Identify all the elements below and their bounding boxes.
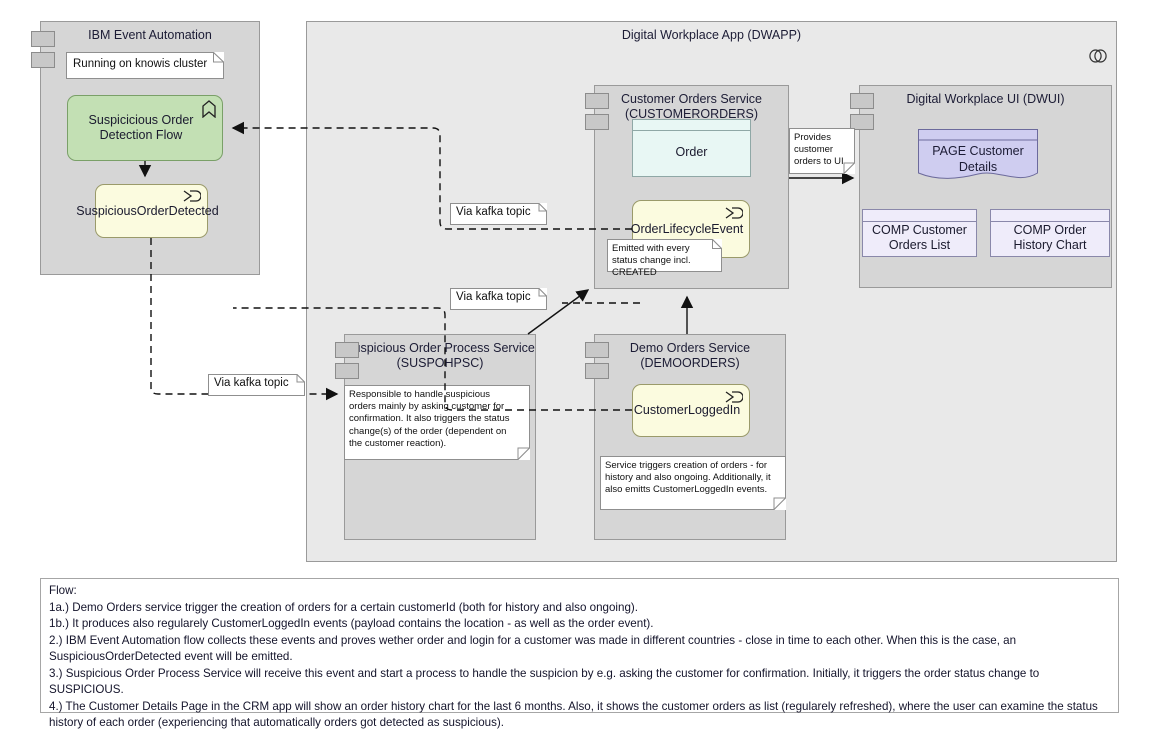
event-suspicious-order-detected[interactable]: SuspiciousOrderDetected [76,184,219,238]
edge-label-kafka-mid: Via kafka topic [450,288,547,310]
comp-cap [863,210,976,222]
flow-description-panel: Flow: 1a.) Demo Orders service trigger t… [40,578,1119,729]
edge-label-kafka-left-text: Via kafka topic [214,377,289,389]
grouping-circles-icon [1089,49,1107,63]
note-running-on-cluster: Running on knowis cluster [66,52,224,79]
group-title-dwui: Digital Workplace UI (DWUI) [906,92,1065,106]
component-handle-icon [31,31,55,47]
entity-order-label: Order [675,144,708,159]
event-suspicious-order-detected-label: SuspiciousOrderDetected [76,203,219,218]
note-running-on-cluster-text: Running on knowis cluster [73,58,208,70]
comp-order-history-chart-label: COMP Order History Chart [1013,222,1087,252]
edge-label-kafka-top-text: Via kafka topic [456,206,531,218]
component-handle-icon [335,363,359,379]
group-title-customer-orders-line1: Customer Orders Service [620,92,762,106]
flow-description-text: Flow: 1a.) Demo Orders service trigger t… [49,583,1112,732]
comp-customer-orders-list[interactable]: COMP Customer Orders List [862,209,977,257]
flow-heading: Flow: [49,584,77,597]
edge-label-kafka-left: Via kafka topic [208,374,305,396]
group-title-demoorders-line1: Demo Orders Service [629,341,751,355]
flow-chevron-icon [202,100,216,118]
flow-line-4: 4.) The Customer Details Page in the CRM… [49,699,1098,730]
group-title-demoorders-line2: (DEMOORDERS) [640,356,740,370]
note-order-lifecycle-text: Emitted with every status change incl. C… [612,243,691,279]
component-handle-icon [31,52,55,68]
flow-line-1a: 1a.) Demo Orders service trigger the cre… [49,600,638,614]
group-digital-workplace-ui[interactable]: Digital Workplace UI (DWUI) [859,85,1112,288]
edge-label-kafka-top: Via kafka topic [450,203,547,225]
event-order-lifecycle-label: OrderLifecycleEvent [630,221,744,236]
page-customer-details[interactable]: PAGE Customer Details [918,129,1038,181]
group-title-suspohpsc-line1: Suspicious Order Process Service [345,341,535,355]
component-handle-icon [585,363,609,379]
entity-order[interactable]: Order [632,119,751,177]
edge-label-kafka-mid-text: Via kafka topic [456,291,531,303]
note-demo-orders-text: Service triggers creation of orders - fo… [605,460,771,496]
flow-line-2: 2.) IBM Event Automation flow collects t… [49,633,1017,664]
component-handle-icon [850,114,874,130]
note-suspicious-process: Responsible to handle suspicious orders … [344,385,530,460]
note-order-lifecycle: Emitted with every status change incl. C… [607,239,722,278]
entity-order-cap [633,120,750,131]
note-suspicious-process-text: Responsible to handle suspicious orders … [349,389,510,449]
event-customer-logged-in[interactable]: CustomerLoggedIn [632,384,750,437]
group-title-dwapp: Digital Workplace App (DWAPP) [621,28,802,42]
component-handle-icon [850,93,874,109]
component-handle-icon [585,342,609,358]
edge-label-provides-text: Provides customer orders to UI [794,132,844,168]
comp-customer-orders-list-label: COMP Customer Orders List [872,222,967,252]
edge-label-provides: Provides customer orders to UI [789,128,855,174]
flow-suspicious-order-detection[interactable]: Suspicicious Order Detection Flow [67,95,223,161]
event-signal-icon [725,207,743,219]
event-signal-icon [725,391,743,403]
group-title-suspohpsc-line2: (SUSPOHPSC) [396,356,484,370]
component-handle-icon [335,342,359,358]
flow-line-3: 3.) Suspicious Order Process Service wil… [49,666,1040,697]
note-demo-orders: Service triggers creation of orders - fo… [600,456,786,510]
comp-order-history-chart[interactable]: COMP Order History Chart [990,209,1110,257]
event-signal-icon [183,190,201,202]
component-handle-icon [585,114,609,130]
component-handle-icon [585,93,609,109]
event-customer-logged-in-label: CustomerLoggedIn [633,403,741,417]
comp-cap [991,210,1109,222]
group-title-customer-orders-line2: (CUSTOMERORDERS) [624,107,759,121]
flow-suspicious-order-detection-label: Suspicicious Order Detection Flow [88,113,194,142]
flow-line-1b: 1b.) It produces also regularely Custome… [49,617,654,631]
page-customer-details-label: PAGE Customer Details [932,144,1024,174]
group-title-ibm-event-automation: IBM Event Automation [88,28,212,42]
